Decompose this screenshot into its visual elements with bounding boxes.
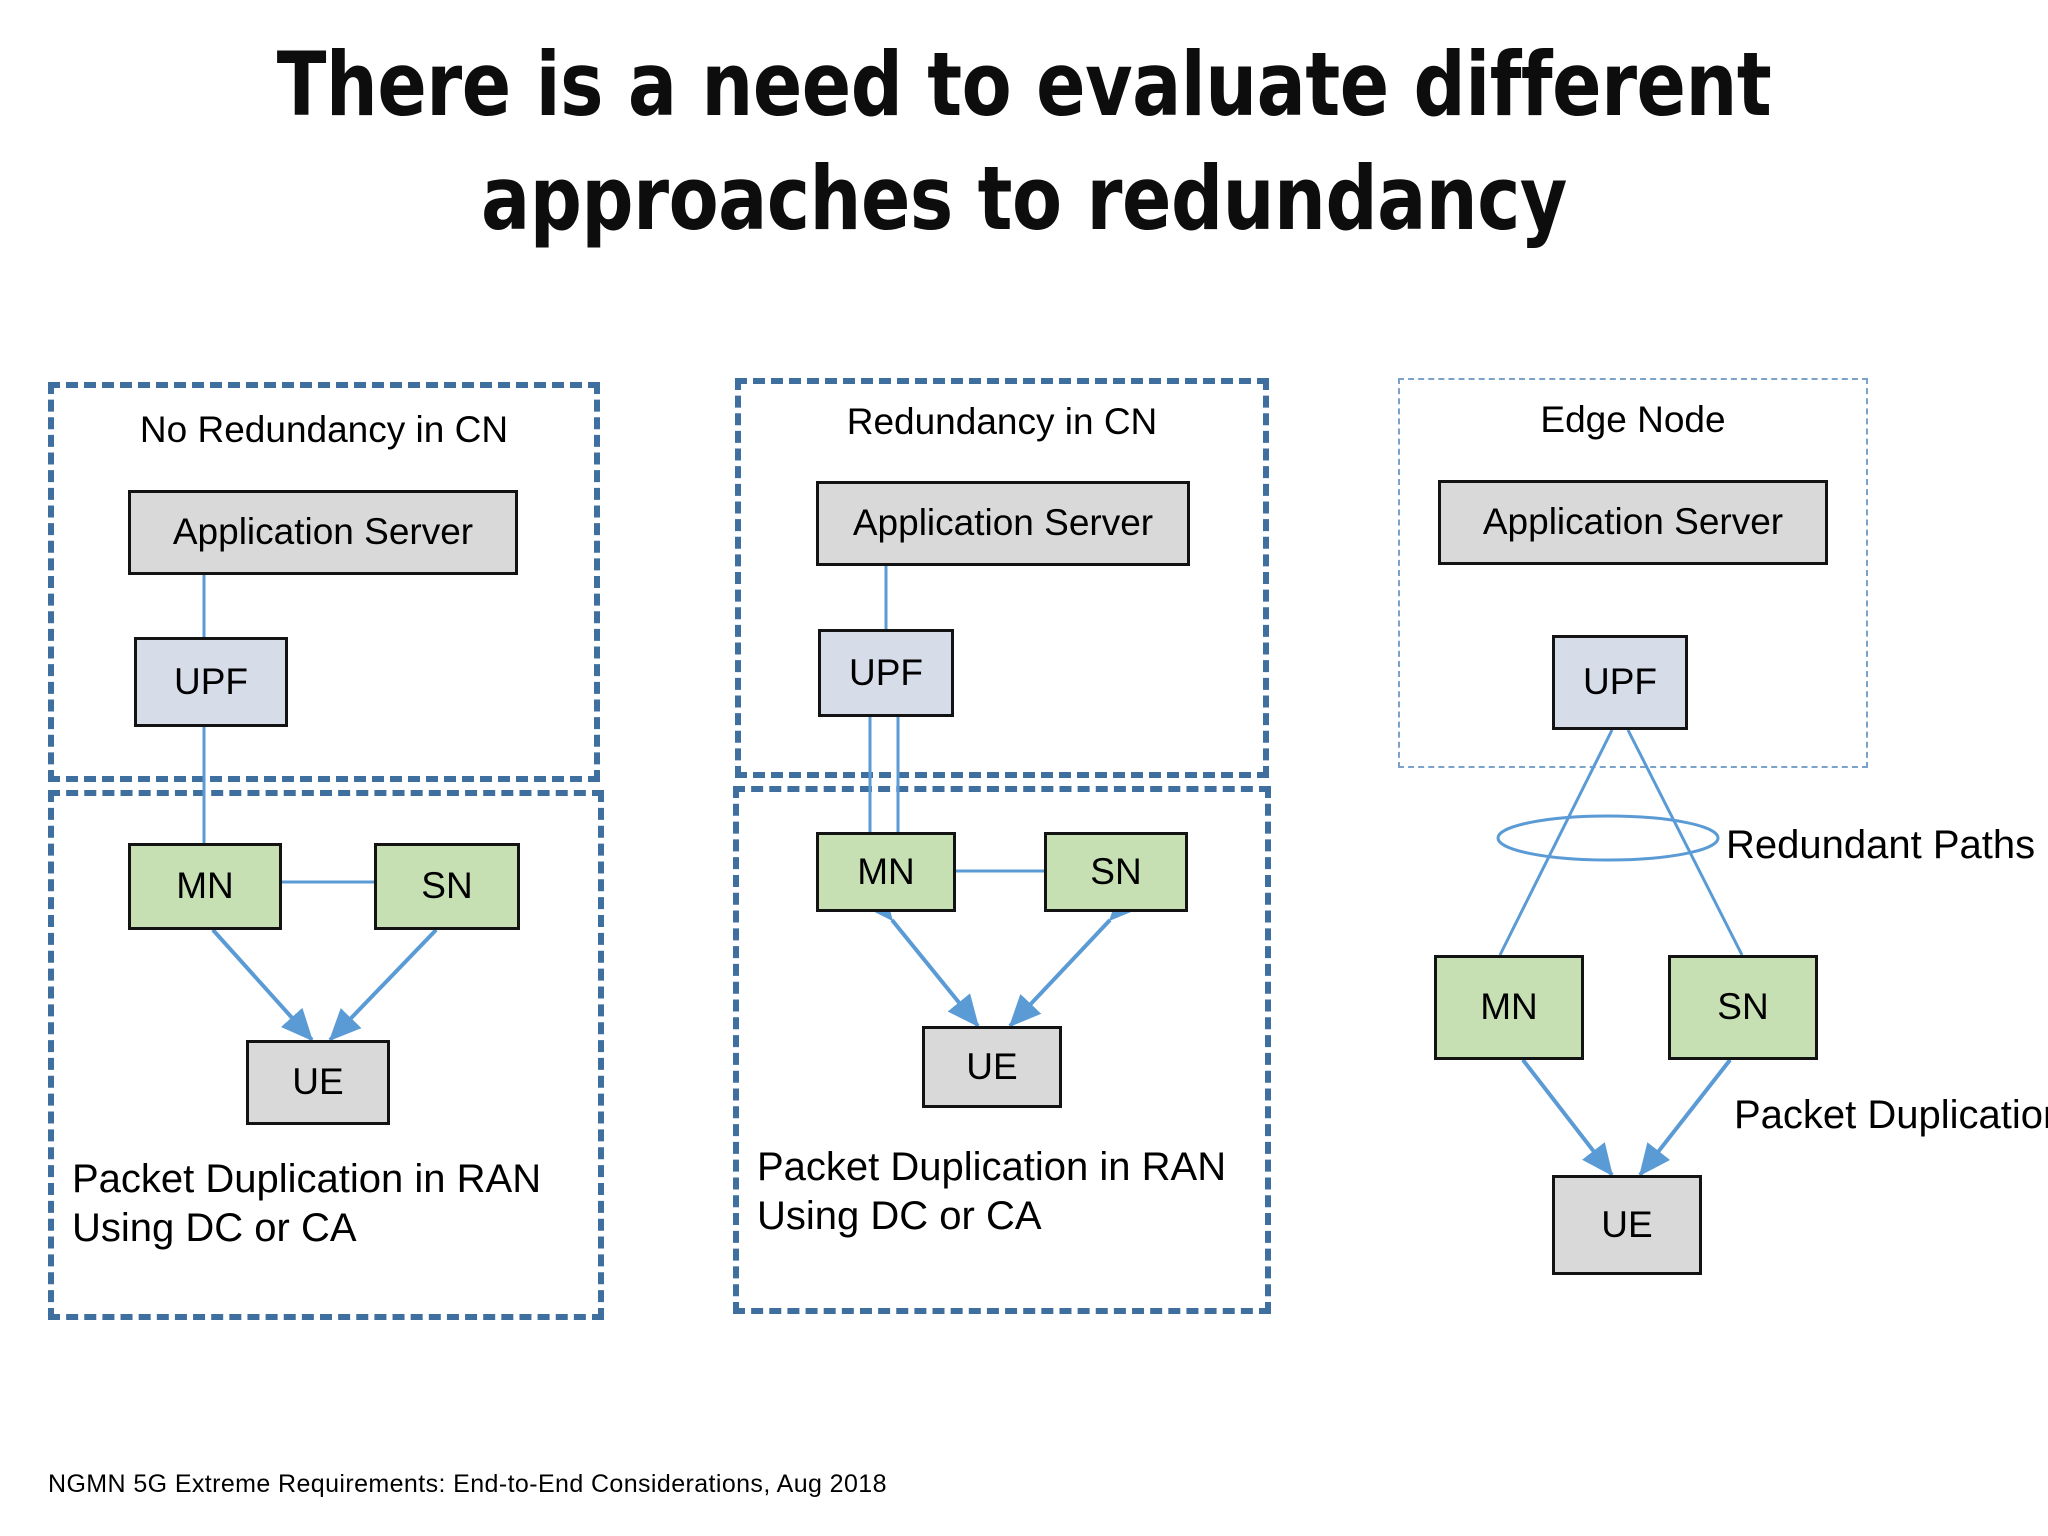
wire-p3-sn-ue	[1638, 1027, 1761, 1177]
panel-3-packet-duplication-label: Packet Duplication	[1734, 1093, 2048, 1137]
panel-2-caption: Packet Duplication in RAN Using DC or CA	[757, 1145, 1227, 1238]
page-title-line-1: There is a need to evaluate different	[276, 33, 1772, 136]
panel-2-ran-frame	[733, 786, 1271, 1314]
panel-1-caption: Packet Duplication in RAN Using DC or CA	[72, 1157, 542, 1250]
panel-3-edge-node-label: Edge Node	[1540, 399, 1726, 440]
panel-3-mn[interactable]: MN	[1434, 955, 1584, 1060]
source-footnote: NGMN 5G Extreme Requirements: End-to-End…	[48, 1470, 887, 1498]
panel-1-upf[interactable]: UPF	[134, 637, 288, 727]
panel-2-upf[interactable]: UPF	[818, 629, 954, 717]
panel-2-sn[interactable]: SN	[1044, 832, 1188, 912]
panel-1-cn-label: No Redundancy in CN	[139, 409, 509, 450]
panel-1-ran-frame	[48, 790, 604, 1320]
panel-1-sn[interactable]: SN	[374, 843, 520, 930]
panel-2-application-server[interactable]: Application Server	[816, 481, 1190, 566]
panel-2-cn-label: Redundancy in CN	[846, 401, 1158, 442]
panel-3-ue[interactable]: UE	[1552, 1175, 1702, 1275]
wire-p3-mn-ue	[1493, 1027, 1614, 1177]
panel-3-application-server[interactable]: Application Server	[1438, 480, 1828, 565]
page-title: There is a need to evaluate different ap…	[82, 28, 1966, 257]
panel-2-ue[interactable]: UE	[922, 1026, 1062, 1108]
panel-3-upf[interactable]: UPF	[1552, 635, 1688, 730]
panel-1-application-server[interactable]: Application Server	[128, 490, 518, 575]
panel-2-cn-frame	[735, 378, 1269, 778]
redundant-paths-ellipse	[1496, 814, 1720, 862]
panel-1-mn[interactable]: MN	[128, 843, 282, 930]
panel-3-redundant-paths-label: Redundant Paths	[1726, 823, 2036, 867]
panel-1-ue[interactable]: UE	[246, 1040, 390, 1125]
panel-3-sn[interactable]: SN	[1668, 955, 1818, 1060]
page-title-line-2: approaches to redundancy	[481, 147, 1567, 251]
panel-1-cn-frame	[48, 382, 600, 782]
panel-2-mn[interactable]: MN	[816, 832, 956, 912]
